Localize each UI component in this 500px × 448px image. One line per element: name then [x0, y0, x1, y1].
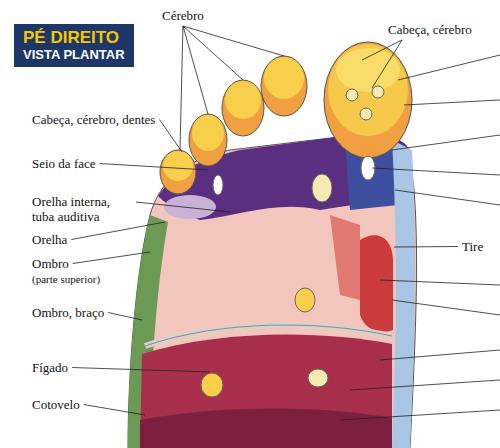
leader-line	[84, 405, 145, 416]
part-label: Orelha interna, tuba auditiva	[32, 194, 132, 224]
leader-line	[372, 40, 402, 88]
part-label: Cérebro	[162, 8, 204, 23]
title-text: PÉ DIREITO	[23, 28, 125, 48]
leader-line	[180, 26, 183, 150]
part-label: Tire	[462, 239, 483, 254]
part-label: Cabeça, cérebro	[388, 22, 472, 37]
part-label: (parte superior)	[32, 272, 100, 287]
leader-line	[136, 202, 230, 212]
leader-line	[183, 26, 208, 114]
title-text: VISTA PLANTAR	[23, 48, 125, 63]
leader-line	[159, 120, 182, 153]
leader-line	[71, 222, 165, 240]
leader-line	[100, 164, 208, 171]
title-box: PÉ DIREITOVISTA PLANTAR	[14, 24, 134, 67]
part-label: Orelha	[32, 232, 67, 247]
part-label: Seio da face	[32, 156, 96, 171]
part-label: Cabeça, cérebro, dentes	[32, 112, 155, 127]
part-label: Ombro, braço	[32, 305, 104, 320]
leader-line	[183, 26, 284, 56]
leader-line	[108, 313, 142, 321]
part-label: Fígado	[32, 360, 68, 375]
part-label: Ombro	[32, 256, 69, 271]
part-label: Cotovelo	[32, 397, 80, 412]
leader-line	[394, 246, 458, 248]
leader-line	[73, 252, 150, 264]
leader-line	[72, 368, 210, 373]
leader-line	[183, 26, 243, 80]
